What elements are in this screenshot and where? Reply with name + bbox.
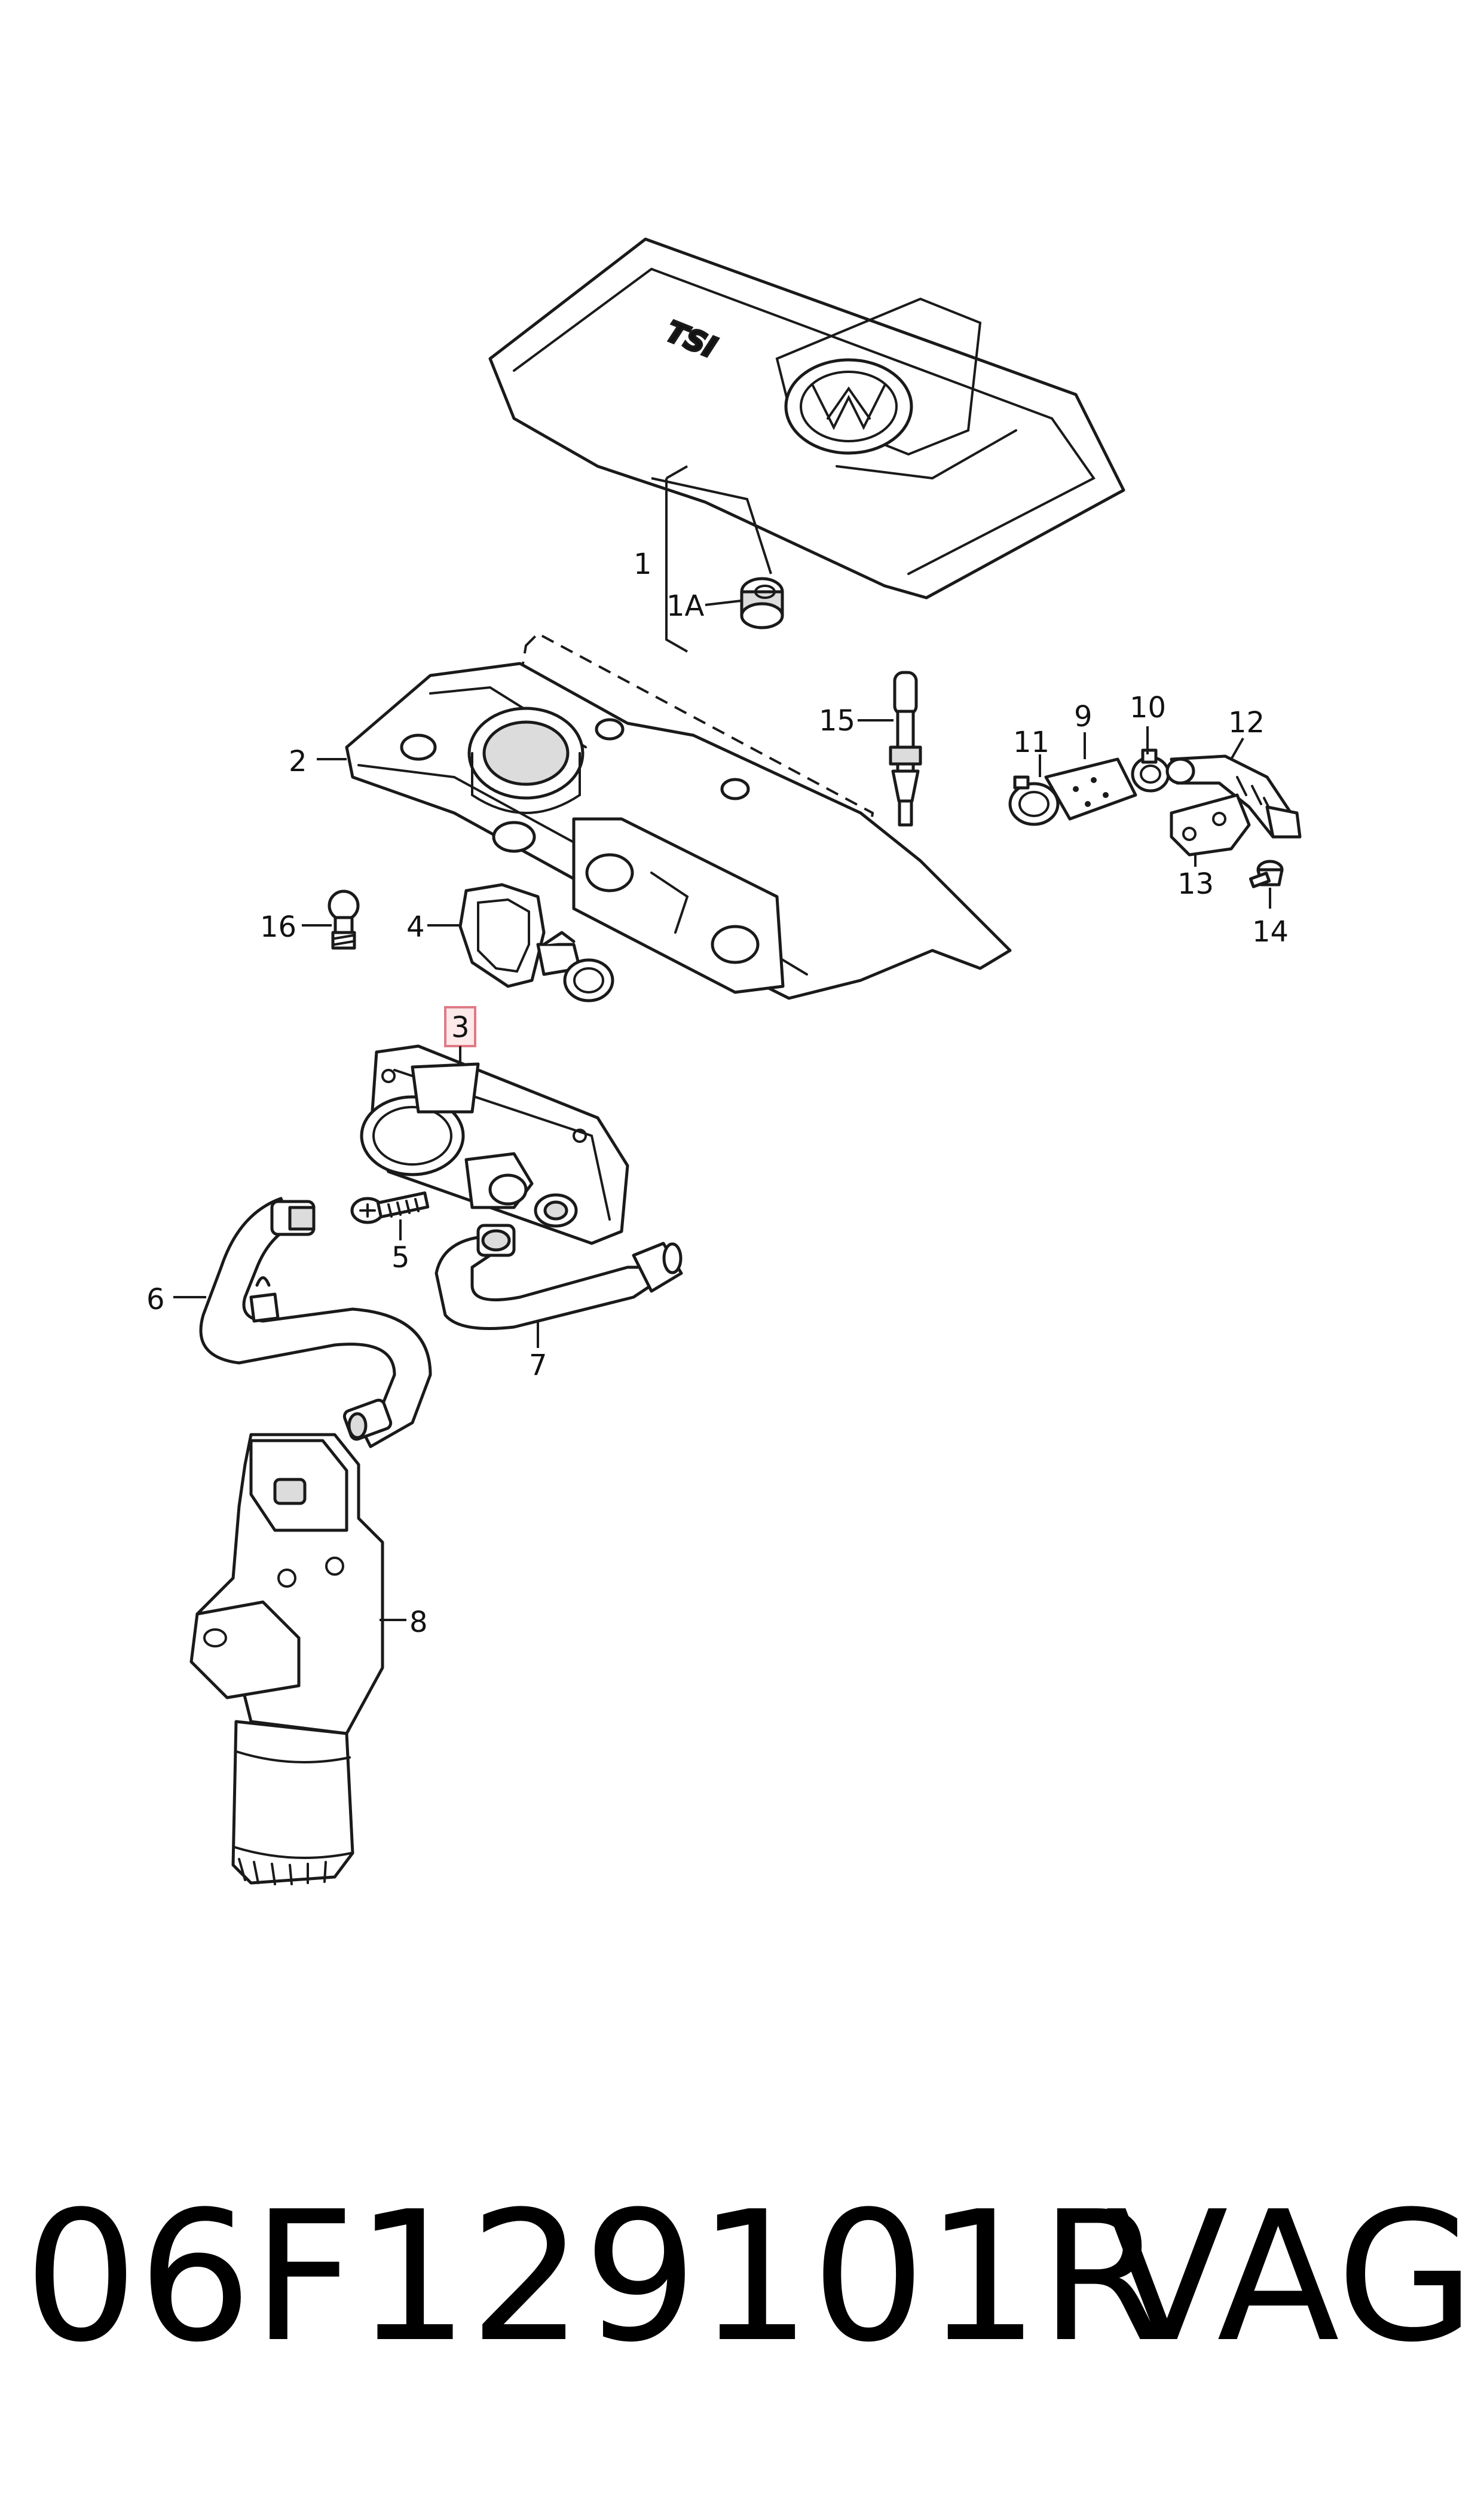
callout-1a: 1A — [666, 589, 705, 623]
callout-14: 14 — [1252, 915, 1289, 949]
breather-pipe-15[interactable] — [889, 671, 922, 827]
cylinder-head-cover[interactable] — [345, 662, 1012, 1000]
callout-15: 15 — [819, 704, 855, 738]
bolt-14[interactable] — [1249, 860, 1284, 888]
part-number: 06F129101R — [24, 2173, 1164, 2382]
hose-clamp-11[interactable] — [1008, 775, 1060, 826]
grommet-1a[interactable] — [740, 577, 784, 629]
callout-13: 13 — [1177, 867, 1214, 901]
callout-3: 3 — [451, 1011, 470, 1044]
parts-diagram: TSI 1 1A — [146, 237, 1302, 1885]
callout-5: 5 — [391, 1241, 410, 1274]
callout-7: 7 — [529, 1349, 547, 1382]
callout-16: 16 — [260, 910, 296, 944]
screw-5[interactable] — [350, 1191, 430, 1224]
brand-name: VAG — [1106, 2173, 1476, 2382]
oil-filter-housing-8[interactable] — [189, 1433, 384, 1885]
footer: 06F129101R VAG — [24, 2152, 1475, 2403]
callout-4: 4 — [406, 910, 425, 944]
callout-11: 11 — [1013, 726, 1049, 759]
oil-separator-3[interactable] — [360, 1044, 629, 1245]
hose-7[interactable] — [435, 1224, 683, 1330]
vw-logo-icon — [784, 358, 913, 455]
callout-8: 8 — [409, 1606, 428, 1639]
bracket-13[interactable] — [1170, 793, 1251, 857]
callout-10: 10 — [1130, 691, 1166, 724]
gasket-4[interactable] — [458, 883, 614, 1002]
callout-12: 12 — [1228, 706, 1265, 739]
hose-clamp-10[interactable] — [1131, 748, 1170, 793]
callout-9: 9 — [1074, 700, 1093, 733]
callout-1: 1 — [634, 548, 652, 581]
hose-9[interactable] — [1044, 757, 1137, 821]
callout-2: 2 — [289, 745, 307, 778]
engine-cover[interactable]: TSI — [488, 237, 1125, 600]
callout-6: 6 — [146, 1283, 165, 1316]
pipe-12[interactable] — [1165, 754, 1302, 839]
ball-stud-16[interactable] — [328, 889, 360, 950]
hose-6[interactable] — [199, 1197, 432, 1448]
